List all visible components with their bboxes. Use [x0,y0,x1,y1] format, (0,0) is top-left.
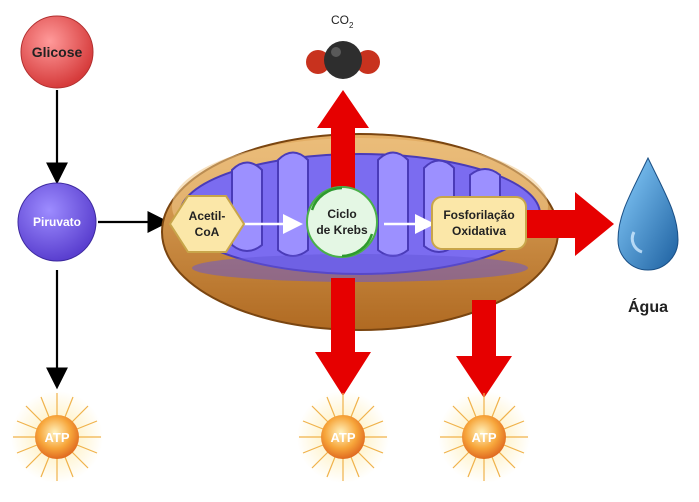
red-arrows [315,90,614,398]
piruvato-node: Piruvato [17,182,97,262]
arrow-krebs-to-co2 [317,90,369,195]
acetil-label-line2: CoA [195,225,220,239]
co2-molecule: CO2 [306,13,380,79]
atp-right: ATP [438,391,530,483]
acetil-label-line1: Acetil- [189,209,226,223]
fosfo-label-line1: Fosforilação [443,208,514,222]
atp-middle: ATP [297,391,389,483]
water-drop: Água [617,156,679,316]
arrow-krebs-to-atp [315,278,371,396]
fosforilacao-node: Fosforilação Oxidativa [431,196,527,250]
co2-label: CO2 [331,13,354,30]
glicose-node: Glicose [20,15,94,89]
fosfo-label-line2: Oxidativa [452,224,506,238]
piruvato-label: Piruvato [33,215,81,229]
water-drop-icon [617,156,679,271]
arrow-fosfo-to-atp [456,300,512,398]
arrow-fosfo-to-agua [522,192,614,256]
agua-label: Água [628,297,668,316]
atp-right-label: ATP [471,430,496,445]
glicose-label: Glicose [32,44,83,60]
krebs-label-line1: Ciclo [327,207,356,221]
acetil-coa-node: Acetil- CoA [168,195,246,253]
krebs-label-line2: de Krebs [316,223,368,237]
krebs-cycle-node: Ciclo de Krebs [306,186,378,258]
atp-left-label: ATP [44,430,69,445]
atp-middle-label: ATP [330,430,355,445]
atp-left: ATP [11,391,103,483]
